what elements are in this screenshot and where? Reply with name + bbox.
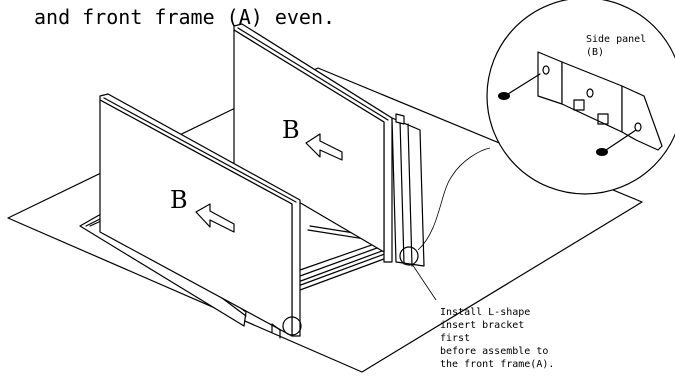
- callout-leader: [417, 147, 491, 251]
- callout-label-line1: Side panel: [586, 34, 646, 45]
- arrow-icon-front: [195, 203, 235, 233]
- callout-label-line2: (B): [586, 47, 604, 58]
- note-line1: Install L-shape: [440, 307, 530, 318]
- arrow-icon-back: [305, 133, 343, 161]
- note-line4: before assemble to: [440, 346, 548, 357]
- caption-text: and front frame (A) even.: [34, 5, 335, 29]
- panel-label-back: B: [282, 116, 300, 144]
- note-line3: first: [440, 333, 470, 344]
- note-line5: the front frame(A).: [440, 359, 554, 370]
- detail-callout: Side panel (B): [486, 0, 675, 195]
- instruction-note: Install L-shape insert bracket first bef…: [440, 307, 554, 370]
- bracket-marker-front: [282, 316, 302, 336]
- note-leader: [411, 263, 437, 301]
- side-panel-front: B: [99, 93, 301, 339]
- front-frame-post: [391, 113, 425, 267]
- bracket-marker-rear: [399, 246, 419, 266]
- screw-icon-left: [498, 73, 541, 100]
- side-panel-back: B: [233, 23, 393, 263]
- note-line2: insert bracket: [440, 320, 524, 331]
- panel-label-front: B: [170, 186, 188, 214]
- screw-icon-right: [596, 129, 637, 156]
